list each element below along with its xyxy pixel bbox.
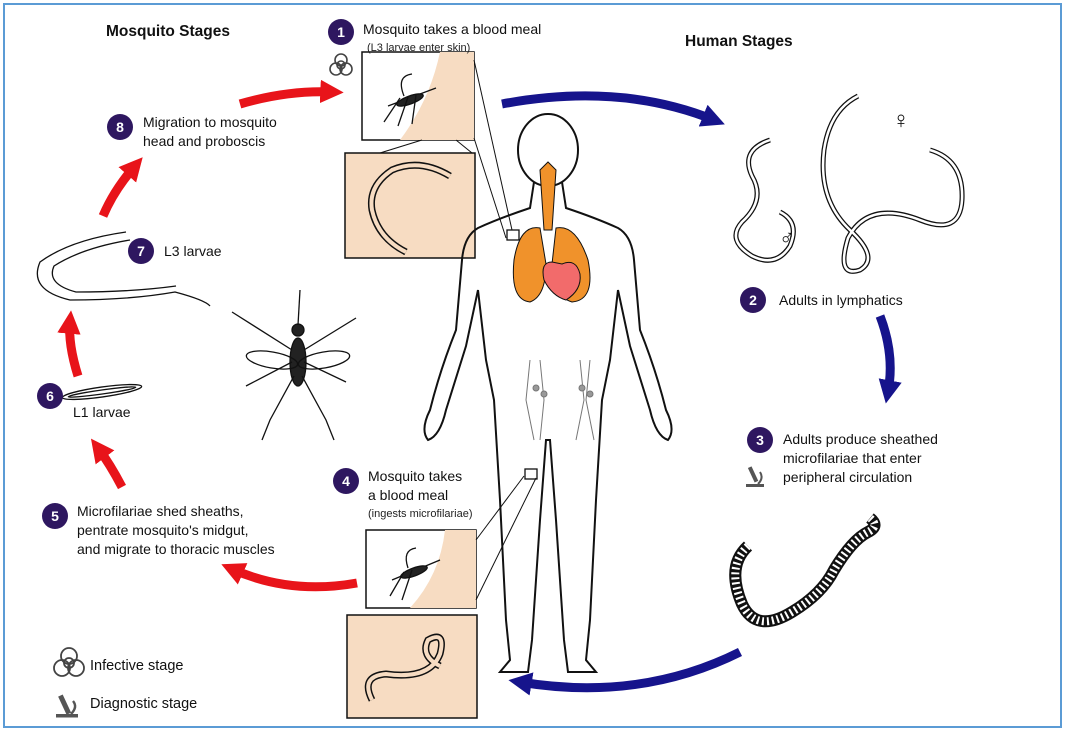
male-symbol: ♂	[779, 225, 796, 250]
step-1-line1: Mosquito takes a blood meal	[363, 21, 542, 37]
arrow-4-to-5	[221, 563, 358, 592]
step-badge-3: 3	[747, 427, 773, 453]
step-2-text: Adults in lymphatics	[779, 292, 903, 308]
mosquito-arrows	[57, 79, 358, 592]
step-1-sub: (L3 larvae enter skin)	[367, 42, 471, 54]
arrow-7-to-8	[98, 157, 143, 218]
inset-bite-top	[344, 51, 476, 259]
organs	[512, 161, 595, 441]
heart	[542, 261, 581, 301]
mosquito-drawing	[231, 289, 357, 441]
female-symbol: ♀	[892, 107, 910, 134]
l3-larvae-drawing	[36, 231, 211, 307]
adult-worms	[733, 93, 965, 274]
step-badge-2: 2	[740, 287, 766, 313]
step-badge-1: 1	[328, 19, 354, 45]
step-3-line2: microfilariae that enter	[783, 450, 922, 466]
step-4-sub: (ingests microfilariae)	[368, 508, 473, 520]
step-badge-7: 7	[128, 238, 154, 264]
step-4-text: Mosquito takes a blood meal (ingests mic…	[368, 467, 473, 524]
human-body	[423, 113, 673, 673]
step-badge-4: 4	[333, 468, 359, 494]
biohazard-icon	[329, 53, 353, 76]
l1-larvae-drawing	[61, 383, 143, 401]
step-6-text: L1 larvae	[73, 404, 131, 420]
inset-bite-bottom	[346, 475, 537, 719]
step-5-line1: Microfilariae shed sheaths,	[77, 503, 244, 519]
microscope-icon	[56, 694, 78, 718]
step-5-text: Microfilariae shed sheaths, pentrate mos…	[77, 502, 275, 559]
biohazard-icon	[53, 647, 85, 677]
step-badge-8: 8	[107, 114, 133, 140]
step-4-line1: Mosquito takes	[368, 468, 463, 484]
step-5-line3: and migrate to thoracic muscles	[77, 541, 275, 557]
human-arrows	[501, 91, 902, 696]
step-1-text: Mosquito takes a blood meal (L3 larvae e…	[363, 20, 541, 58]
arrow-3-to-4	[508, 647, 743, 696]
step-4-line2: a blood meal	[368, 487, 449, 503]
legend-diagnostic-label: Diagnostic stage	[90, 696, 198, 712]
step-3-line3: peripheral circulation	[783, 469, 913, 485]
step-3-text: Adults produce sheathed microfilariae th…	[783, 430, 938, 487]
arrow-1-to-2	[501, 91, 725, 127]
step-5-line2: pentrate mosquito's midgut,	[77, 522, 249, 538]
arrow-2-to-3	[875, 314, 902, 404]
step-8-line2: head and proboscis	[143, 133, 266, 149]
step-7-text: L3 larvae	[164, 243, 222, 259]
legend-infective-label: Infective stage	[90, 658, 184, 674]
sheathed-microfilaria	[729, 513, 881, 628]
mosquito-stages-header: Mosquito Stages	[106, 23, 231, 40]
step-badge-5: 5	[42, 503, 68, 529]
step-badge-6: 6	[37, 383, 63, 409]
arrow-5-to-6	[90, 438, 126, 490]
step-8-line1: Migration to mosquito	[143, 114, 277, 130]
arrow-8-to-1	[238, 79, 344, 109]
step-3-line1: Adults produce sheathed	[783, 431, 938, 447]
human-stages-header: Human Stages	[685, 33, 793, 50]
microscope-icon	[746, 466, 764, 487]
step-8-text: Migration to mosquito head and proboscis	[143, 113, 277, 151]
arrow-6-to-7	[57, 310, 83, 378]
